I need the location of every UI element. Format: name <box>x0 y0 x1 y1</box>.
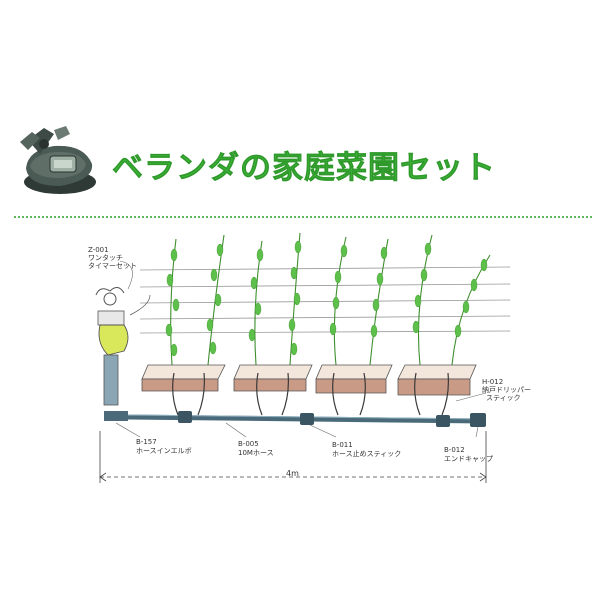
header: ベランダの家庭菜園セット <box>0 0 600 215</box>
drip-lines <box>172 372 449 416</box>
trellis-lines <box>139 266 511 334</box>
page-title: ベランダの家庭菜園セット <box>112 150 496 187</box>
label-elbow-name: ホースインエルボ <box>136 447 192 455</box>
planter-2 <box>233 364 313 392</box>
faucet-timer <box>95 287 151 406</box>
dimension-line <box>99 431 487 483</box>
label-dripper-code: H-012 <box>482 378 504 386</box>
label-stick-code: B-011 <box>332 441 353 449</box>
planter-3 <box>315 364 393 394</box>
planters <box>141 364 477 396</box>
label-hose-name: 10Mホース <box>238 449 274 457</box>
label-timer-code: Z-001 <box>88 246 109 254</box>
label-cap-name: エンドキャップ <box>444 455 493 463</box>
label-elbow-code: B-157 <box>136 438 157 446</box>
label-hose-code: B-005 <box>238 440 259 448</box>
label-dripper-name-1: 納戸ドリッパー <box>482 386 531 394</box>
label-length: 4m <box>286 469 299 478</box>
planter-4 <box>397 364 477 396</box>
label-timer-name-1: ワンタッチ <box>88 254 123 262</box>
leader-lines <box>115 260 487 438</box>
label-timer-name-2: タイマーセット <box>88 262 137 270</box>
planter-1 <box>141 364 226 392</box>
divider <box>14 216 592 218</box>
irrigation-diagram <box>95 232 511 483</box>
main-hose <box>104 411 486 427</box>
leaves <box>165 240 488 357</box>
label-dripper-name-2: スティック <box>486 394 521 402</box>
label-cap-code: B-012 <box>444 446 465 454</box>
label-stick-name: ホース止めスティック <box>332 450 402 458</box>
water-timer-icon <box>20 126 96 194</box>
